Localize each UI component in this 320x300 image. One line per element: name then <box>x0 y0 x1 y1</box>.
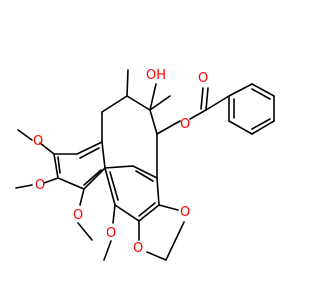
methoxy-3-oxygen: O <box>73 208 83 223</box>
methoxy-1: O <box>17 129 55 155</box>
methoxy-3: O <box>73 188 93 241</box>
methoxy-2: O <box>15 177 59 193</box>
methoxy-1-oxygen: O <box>33 134 43 149</box>
dioxole-oxygen-1: O <box>180 205 190 220</box>
molecule-canvas: OH O O O O O O <box>15 68 275 261</box>
right-aromatic-ring <box>104 165 160 222</box>
methoxy-2-oxygen: O <box>35 178 45 193</box>
hydroxyl-group: OH <box>146 68 166 111</box>
methylenedioxy-group: O O <box>133 204 190 261</box>
cyclooctadiene-ring <box>101 69 171 179</box>
dioxole-oxygen-2: O <box>133 241 143 256</box>
hydroxyl-label: OH <box>146 68 166 83</box>
structure-drawing: OH O O O O O O <box>15 68 275 261</box>
left-aromatic-ring <box>53 141 106 190</box>
benzoate-group: O O <box>156 71 275 135</box>
ester-oxygen-label: O <box>180 117 190 132</box>
methoxy-4: O <box>103 204 116 261</box>
carbonyl-oxygen-label: O <box>198 71 208 86</box>
methoxy-4-oxygen: O <box>106 226 116 241</box>
